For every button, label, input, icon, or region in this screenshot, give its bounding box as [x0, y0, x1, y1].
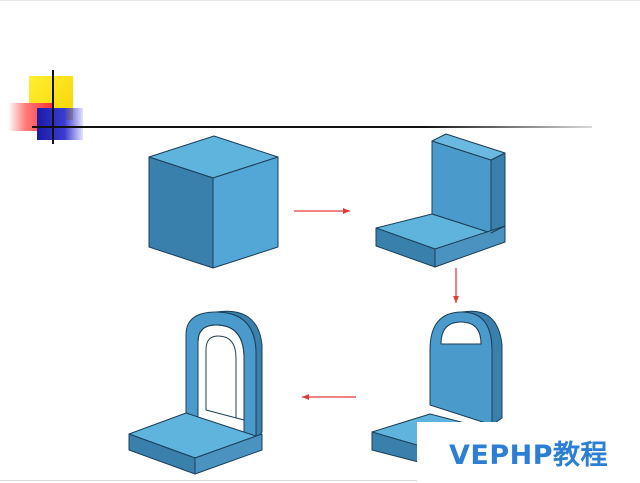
step-cube — [148, 135, 279, 269]
base-front-right — [434, 225, 506, 268]
arched-upright-side — [461, 310, 503, 426]
bottom-rule — [0, 480, 640, 481]
frame-base-front-right — [194, 433, 263, 475]
step-l-bracket — [375, 133, 506, 268]
watermark-logo: VEPHP教程 — [417, 422, 640, 483]
decor-vertical-line — [52, 70, 54, 144]
arch-hole — [440, 321, 482, 345]
base-right-corner — [490, 225, 506, 234]
decor-blue-square — [37, 108, 83, 140]
top-rule — [0, 0, 640, 1]
step-arched-frame — [128, 310, 263, 475]
cube-right-face — [212, 156, 279, 269]
arch-frame-inner — [197, 324, 245, 421]
upright-top-edge — [431, 133, 506, 161]
watermark-text: VEPHP教程 — [448, 440, 608, 471]
title-rule-line — [32, 126, 592, 128]
